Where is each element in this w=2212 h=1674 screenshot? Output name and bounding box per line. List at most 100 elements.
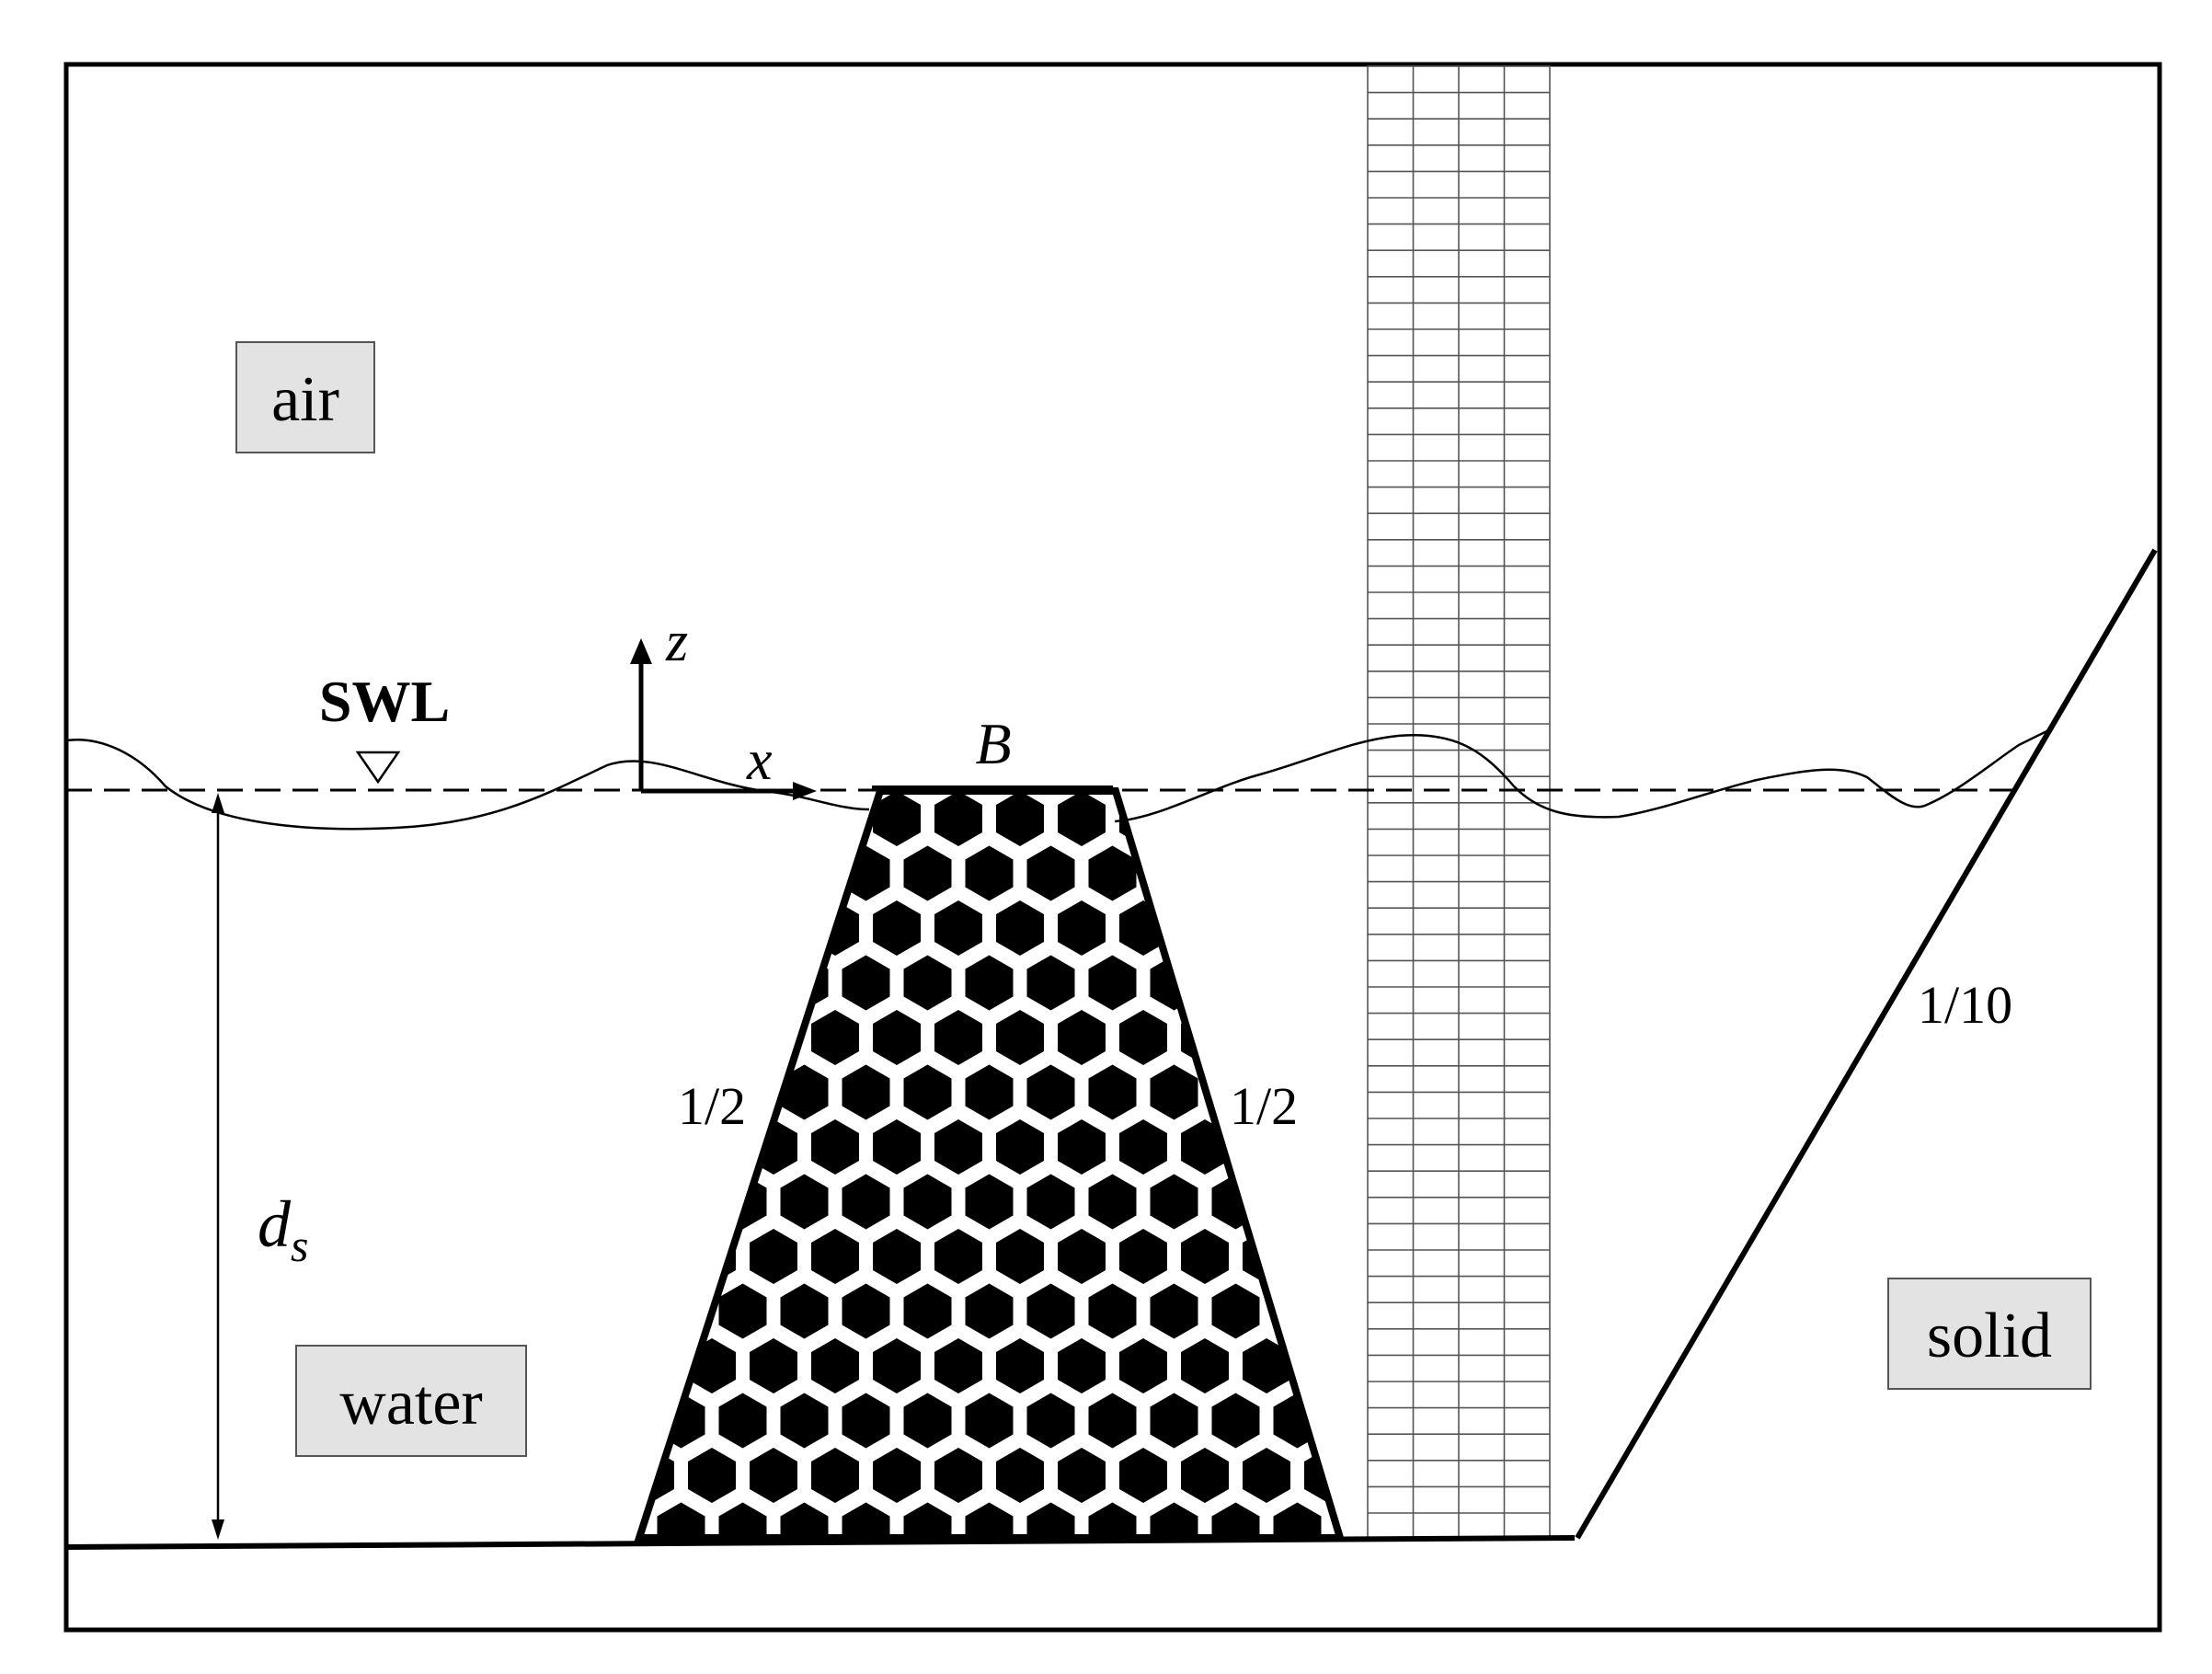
stone-hexagon — [1026, 1502, 1075, 1538]
mesh-grid — [1367, 65, 1551, 1539]
stone-hexagon — [1211, 955, 1260, 1011]
stone-hexagon — [688, 1010, 736, 1065]
stone-hexagon — [1335, 1502, 1340, 1538]
stone-hexagon — [1181, 791, 1229, 846]
stone-hexagon — [934, 1119, 982, 1175]
stone-hexagon — [1088, 1174, 1137, 1230]
stone-hexagon — [780, 1502, 829, 1538]
stone-hexagon — [780, 1064, 829, 1120]
stone-hexagon — [565, 791, 613, 846]
stone-hexagon — [1119, 1010, 1167, 1065]
stone-hexagon — [1335, 1283, 1340, 1339]
stone-hexagon — [1088, 1393, 1137, 1449]
stone-hexagon — [1304, 1229, 1340, 1284]
stone-hexagon — [842, 1283, 890, 1339]
stone-hexagon — [873, 1338, 921, 1393]
stone-hexagon — [780, 1393, 829, 1449]
stone-hexagon — [842, 1174, 890, 1230]
stone-hexagon — [780, 845, 829, 901]
z-axis-label: z — [665, 611, 688, 673]
stone-hexagon — [873, 1229, 921, 1284]
stone-hexagon — [565, 1448, 613, 1503]
stone-hexagon — [1366, 1338, 1414, 1393]
x-axis-label: x — [746, 729, 773, 792]
stone-hexagon — [811, 1338, 859, 1393]
stone-hexagon — [842, 1064, 890, 1120]
stone-hexagon — [565, 1010, 613, 1065]
beach-slope-label: 1/10 — [1918, 975, 2012, 1035]
stone-hexagon — [1243, 791, 1290, 846]
stone-hexagon — [1366, 791, 1414, 846]
stone-hexagon — [657, 1174, 705, 1230]
stone-hexagon — [873, 1010, 921, 1065]
stone-hexagon — [965, 845, 1014, 901]
stone-hexagon — [1150, 1064, 1198, 1120]
stone-hexagon — [934, 1448, 982, 1503]
water-label-box — [295, 1345, 527, 1457]
stone-hexagon — [1304, 1010, 1340, 1065]
stone-hexagon — [811, 1448, 859, 1503]
stone-hexagon — [1366, 1448, 1414, 1503]
stone-hexagon — [1058, 1119, 1106, 1175]
stone-hexagon — [934, 1229, 982, 1284]
stone-hexagon — [639, 900, 674, 956]
stone-hexagon — [1026, 1393, 1075, 1449]
slope-left-label: 1/2 — [678, 1076, 746, 1136]
stone-hexagon — [1058, 1010, 1106, 1065]
stone-hexagon — [718, 955, 767, 1011]
stone-hexagon — [1181, 1229, 1229, 1284]
stone-hexagon — [965, 1283, 1014, 1339]
stone-hexagon — [1026, 955, 1075, 1011]
stone-hexagon — [750, 1338, 797, 1393]
stone-hexagon — [1211, 845, 1260, 901]
stone-hexagon — [1150, 1502, 1198, 1538]
stone-hexagon — [1026, 1283, 1075, 1339]
stone-hexagon — [996, 900, 1044, 956]
stone-hexagon — [780, 1283, 829, 1339]
stone-hexagon — [639, 791, 674, 846]
stone-hexagon — [1088, 845, 1137, 901]
depth-arrowhead-top-icon — [212, 793, 224, 813]
stone-hexagon — [639, 1174, 644, 1230]
stone-hexagon — [1273, 955, 1322, 1011]
stone-hexagon — [639, 845, 644, 901]
slope-right-label: 1/2 — [1230, 1076, 1298, 1136]
stone-hexagon — [1088, 955, 1137, 1011]
stone-hexagon — [1211, 1283, 1260, 1339]
stone-hexagon — [903, 1064, 952, 1120]
stone-hexagon — [750, 1010, 797, 1065]
stone-hexagon — [1088, 1283, 1137, 1339]
stone-hexagon — [965, 1502, 1014, 1538]
x-axis-arrowhead-icon — [793, 782, 817, 800]
stone-hexagon — [1366, 1119, 1414, 1175]
stone-hexagon — [639, 1064, 644, 1120]
stone-hexagon — [565, 1338, 613, 1393]
stone-hexagon — [688, 1448, 736, 1503]
stone-hexagon — [842, 955, 890, 1011]
stone-hexagon — [718, 1502, 767, 1538]
stone-hexagon — [639, 1502, 644, 1538]
stone-hexagon — [1119, 1448, 1167, 1503]
stone-hexagon — [780, 1174, 829, 1230]
stone-hexagon — [965, 1064, 1014, 1120]
stone-hexagon — [1304, 791, 1340, 846]
stone-hexagon — [750, 1448, 797, 1503]
stone-hexagon — [903, 1174, 952, 1230]
stone-hexagon — [903, 1393, 952, 1449]
stone-hexagon — [565, 1229, 613, 1284]
stone-hexagon — [873, 1448, 921, 1503]
stone-hexagon — [1150, 845, 1198, 901]
stone-hexagon — [1243, 1338, 1290, 1393]
stone-hexagon — [639, 1393, 644, 1449]
stone-hexagon — [903, 845, 952, 901]
stone-hexagon — [996, 1229, 1044, 1284]
air-label: air — [271, 364, 339, 435]
water-label: water — [339, 1368, 482, 1439]
stone-hexagon — [639, 1283, 644, 1339]
stone-hexagon — [718, 1283, 767, 1339]
stone-hexagon — [1243, 1448, 1290, 1503]
stone-hexagon — [750, 900, 797, 956]
stone-hexagon — [1335, 955, 1340, 1011]
stone-hexagon — [842, 1502, 890, 1538]
